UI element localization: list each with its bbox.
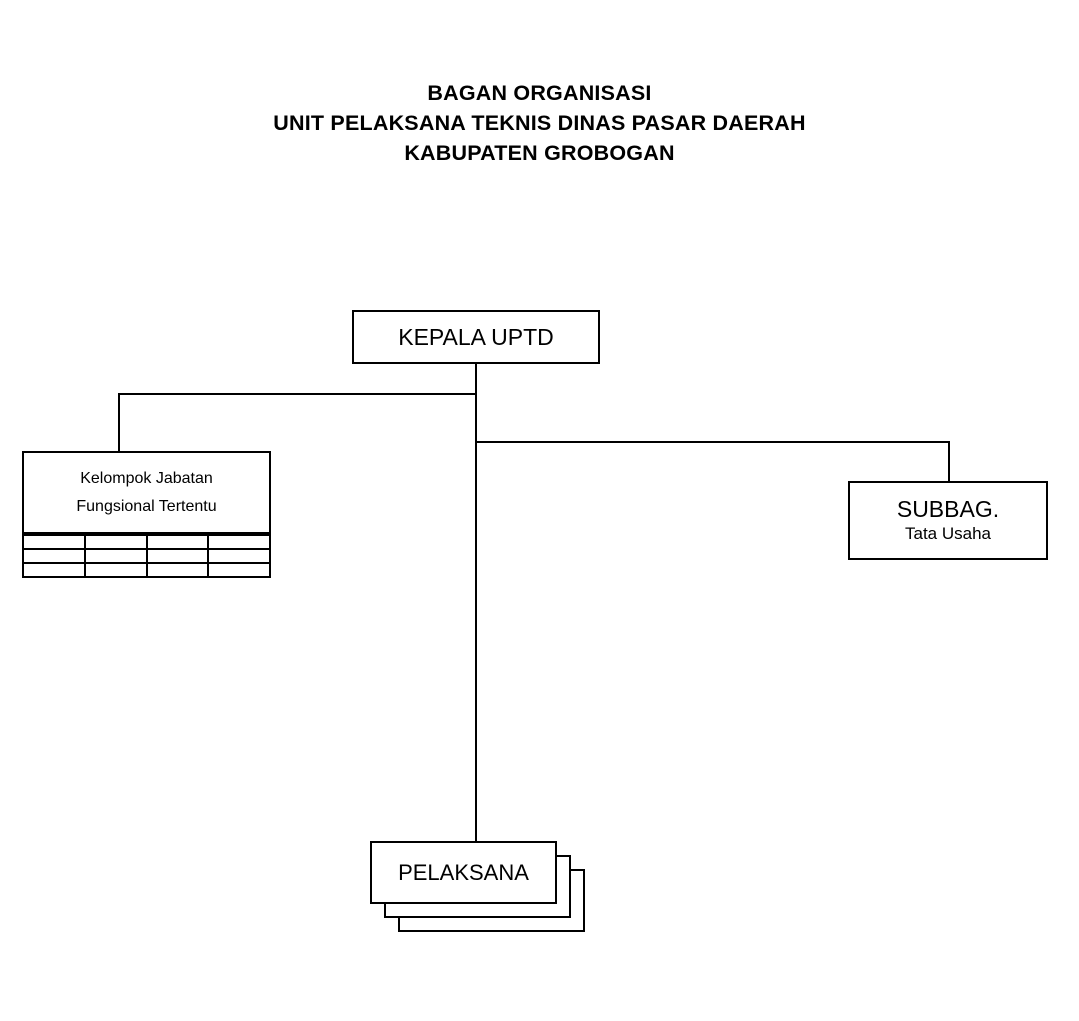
table-row [24, 534, 269, 548]
node-pelaksana[interactable]: PELAKSANA [370, 841, 557, 904]
table-cell[interactable] [145, 536, 208, 548]
node-subbag-tata-usaha[interactable]: SUBBAG. Tata Usaha [848, 481, 1048, 560]
node-kepala-uptd-label: KEPALA UPTD [398, 324, 554, 350]
chart-title-line-3: KABUPATEN GROBOGAN [404, 141, 675, 165]
node-subbag-label-line-1: SUBBAG. [896, 496, 1000, 522]
connector-subbag-vertical [948, 441, 950, 482]
table-cell[interactable] [83, 564, 146, 576]
connector-kepala-to-pelaksana [475, 364, 477, 841]
chart-title-line-1: BAGAN ORGANISASI [427, 81, 652, 105]
table-row [24, 562, 269, 576]
connector-kelompok-horizontal [118, 393, 477, 395]
kelompok-jabatan-grid [22, 534, 271, 578]
connector-subbag-horizontal [475, 441, 950, 443]
connector-kelompok-vertical [118, 393, 120, 452]
chart-title: BAGAN ORGANISASI UNIT PELAKSANA TEKNIS D… [0, 78, 1079, 168]
table-cell[interactable] [207, 564, 269, 576]
node-subbag-label-line-2: Tata Usaha [905, 524, 991, 543]
table-cell[interactable] [24, 550, 84, 562]
node-kelompok-label-line-2: Fungsional Tertentu [76, 497, 217, 515]
node-pelaksana-label: PELAKSANA [398, 859, 529, 885]
node-kelompok-jabatan-fungsional[interactable]: Kelompok Jabatan Fungsional Tertentu [22, 451, 271, 534]
table-cell[interactable] [24, 564, 84, 576]
table-cell[interactable] [83, 536, 146, 548]
table-row [24, 548, 269, 562]
node-kepala-uptd[interactable]: KEPALA UPTD [352, 310, 600, 364]
chart-title-line-2: UNIT PELAKSANA TEKNIS DINAS PASAR DAERAH [273, 111, 806, 135]
table-cell[interactable] [145, 550, 208, 562]
table-cell[interactable] [207, 550, 269, 562]
table-cell[interactable] [145, 564, 208, 576]
table-cell[interactable] [207, 536, 269, 548]
table-cell[interactable] [83, 550, 146, 562]
table-cell[interactable] [24, 536, 84, 548]
node-kelompok-label-line-1: Kelompok Jabatan [80, 469, 213, 487]
